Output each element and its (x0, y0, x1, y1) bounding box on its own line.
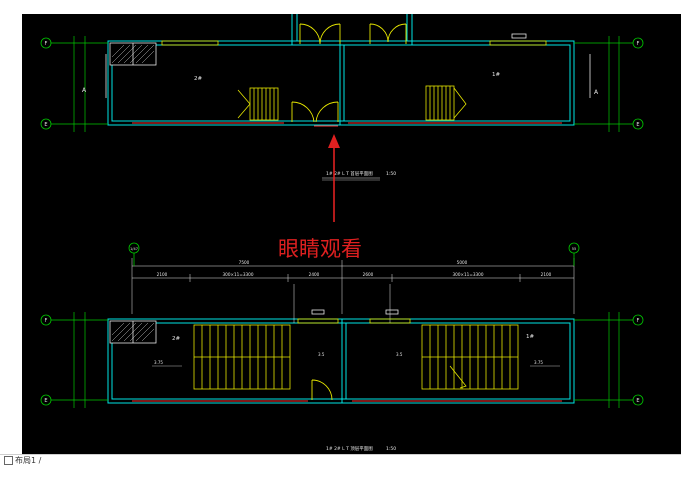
section-mark-right: A (594, 89, 599, 96)
dim-seg-5: 300×11=3300 (453, 272, 484, 277)
top-axes (50, 36, 634, 132)
axis-bottom-left-lower: E (44, 398, 47, 404)
axis-bottom-left-upper: F (45, 318, 48, 324)
bottom-column-hatch (109, 320, 157, 344)
top-window-left (161, 40, 219, 46)
top-plan-title: 1# 2# L T 首层平面图 (326, 170, 373, 177)
room-label-left-bottom: 2# (172, 336, 180, 342)
bottom-outer-wall (107, 318, 575, 404)
annotation: 眼睛观看 (278, 134, 362, 261)
room-label-left-top: 2# (194, 76, 202, 82)
top-window-right (489, 40, 547, 46)
bottom-stairs (193, 324, 519, 390)
top-axis-bubbles (40, 37, 644, 130)
bottom-plan-scale: 1:50 (386, 446, 396, 452)
drawing-area[interactable]: F E F E A A 2# 1# (22, 14, 681, 454)
dim-total-right: 5000 (457, 260, 468, 265)
floor-plan-drawing: F E F E A A 2# 1# (40, 14, 644, 452)
top-column-hatch (109, 42, 157, 66)
annotation-text: 眼睛观看 (278, 237, 362, 261)
axis-top-right-lower: E (636, 122, 639, 128)
tab-layout-1[interactable]: 布局1 / (4, 455, 41, 467)
dim-seg-1: 2100 (157, 272, 168, 277)
dim-seg-2: 300×11=3300 (223, 272, 254, 277)
layout-icon (4, 456, 13, 465)
axis-bottom-top-left: 1/47 (130, 247, 138, 251)
top-window-tag (511, 33, 527, 39)
bottom-window-tag-2 (385, 309, 399, 315)
dim-seg-4: 2600 (363, 272, 374, 277)
top-inner-wall (111, 44, 571, 122)
section-mark-left: A (82, 87, 87, 94)
dim-seg-6: 2100 (541, 272, 552, 277)
top-stairs (237, 85, 467, 121)
top-doors (291, 23, 407, 123)
room-label-right-bottom: 1# (526, 334, 534, 340)
bottom-plan-title: 1# 2# L T 顶层平面图 (326, 446, 373, 452)
level-label-4: 3.75 (534, 360, 543, 365)
top-plan: F E F E A A 2# 1# (40, 14, 644, 181)
top-plan-scale: 1:50 (386, 171, 396, 177)
level-label-2: 3.5 (318, 352, 325, 357)
top-outer-wall (107, 40, 575, 126)
bottom-door (311, 379, 333, 401)
bottom-inner-wall (111, 322, 571, 400)
annotation-arrow-head (328, 134, 340, 148)
axis-bottom-right-upper: F (637, 318, 640, 324)
axis-top-right-upper: F (637, 41, 640, 47)
bottom-axes (50, 312, 634, 408)
axis-bottom-right-lower: E (636, 398, 639, 404)
level-label-1: 3.75 (154, 360, 163, 365)
level-label-3: 3.5 (396, 352, 403, 357)
axis-top-left-upper: F (45, 41, 48, 47)
layout-tab-bar: 布局1 / (0, 454, 681, 482)
axis-bottom-top-right: 55 (572, 247, 576, 251)
dim-total: 7500 (239, 260, 250, 265)
top-red-lines (132, 122, 562, 127)
bottom-window-2 (369, 318, 411, 324)
bottom-window-tag-1 (311, 309, 325, 315)
axis-top-left-lower: E (44, 122, 47, 128)
bottom-window-1 (297, 318, 339, 324)
tab-layout-1-label: 布局1 / (15, 456, 42, 465)
bottom-axis-bubbles (40, 314, 644, 406)
bottom-plan: 7500 5000 2100 300×11=3300 2400 2600 300… (40, 242, 644, 452)
dim-seg-3: 2400 (309, 272, 320, 277)
room-label-right-top: 1# (492, 72, 500, 78)
